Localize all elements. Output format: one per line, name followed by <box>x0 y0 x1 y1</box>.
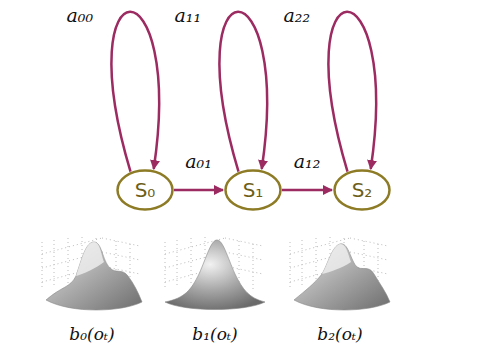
surface-plot <box>165 237 265 310</box>
state-text-holder: S₂ <box>333 169 391 211</box>
transition-label: a₀₁ <box>185 150 212 172</box>
state-label: S₁ <box>243 178 264 202</box>
emission-label: b₁(oₜ) <box>192 324 237 344</box>
state-label: S₂ <box>352 178 373 202</box>
state-node: S₀ <box>116 169 174 211</box>
transition-label: a₁₂ <box>294 150 321 172</box>
surface-plot <box>290 237 390 310</box>
transition-arrow <box>219 12 267 172</box>
transition-label: a₀₀ <box>66 4 93 26</box>
state-label: S₀ <box>135 178 156 202</box>
state-text-holder: S₀ <box>116 169 174 211</box>
state-node: S₁ <box>224 169 282 211</box>
emission-label: b₂(oₜ) <box>317 324 362 344</box>
transition-arrow <box>174 189 223 192</box>
transition-arrow <box>111 12 159 172</box>
transition-arrow <box>328 12 376 172</box>
transition-label: a₂₂ <box>283 4 310 26</box>
transition-arrow <box>282 189 332 192</box>
emission-label: b₀(oₜ) <box>69 324 114 344</box>
transition-label: a₁₁ <box>174 4 201 26</box>
state-text-holder: S₁ <box>224 169 282 211</box>
state-node: S₂ <box>333 169 391 211</box>
surface-plot <box>42 237 142 310</box>
